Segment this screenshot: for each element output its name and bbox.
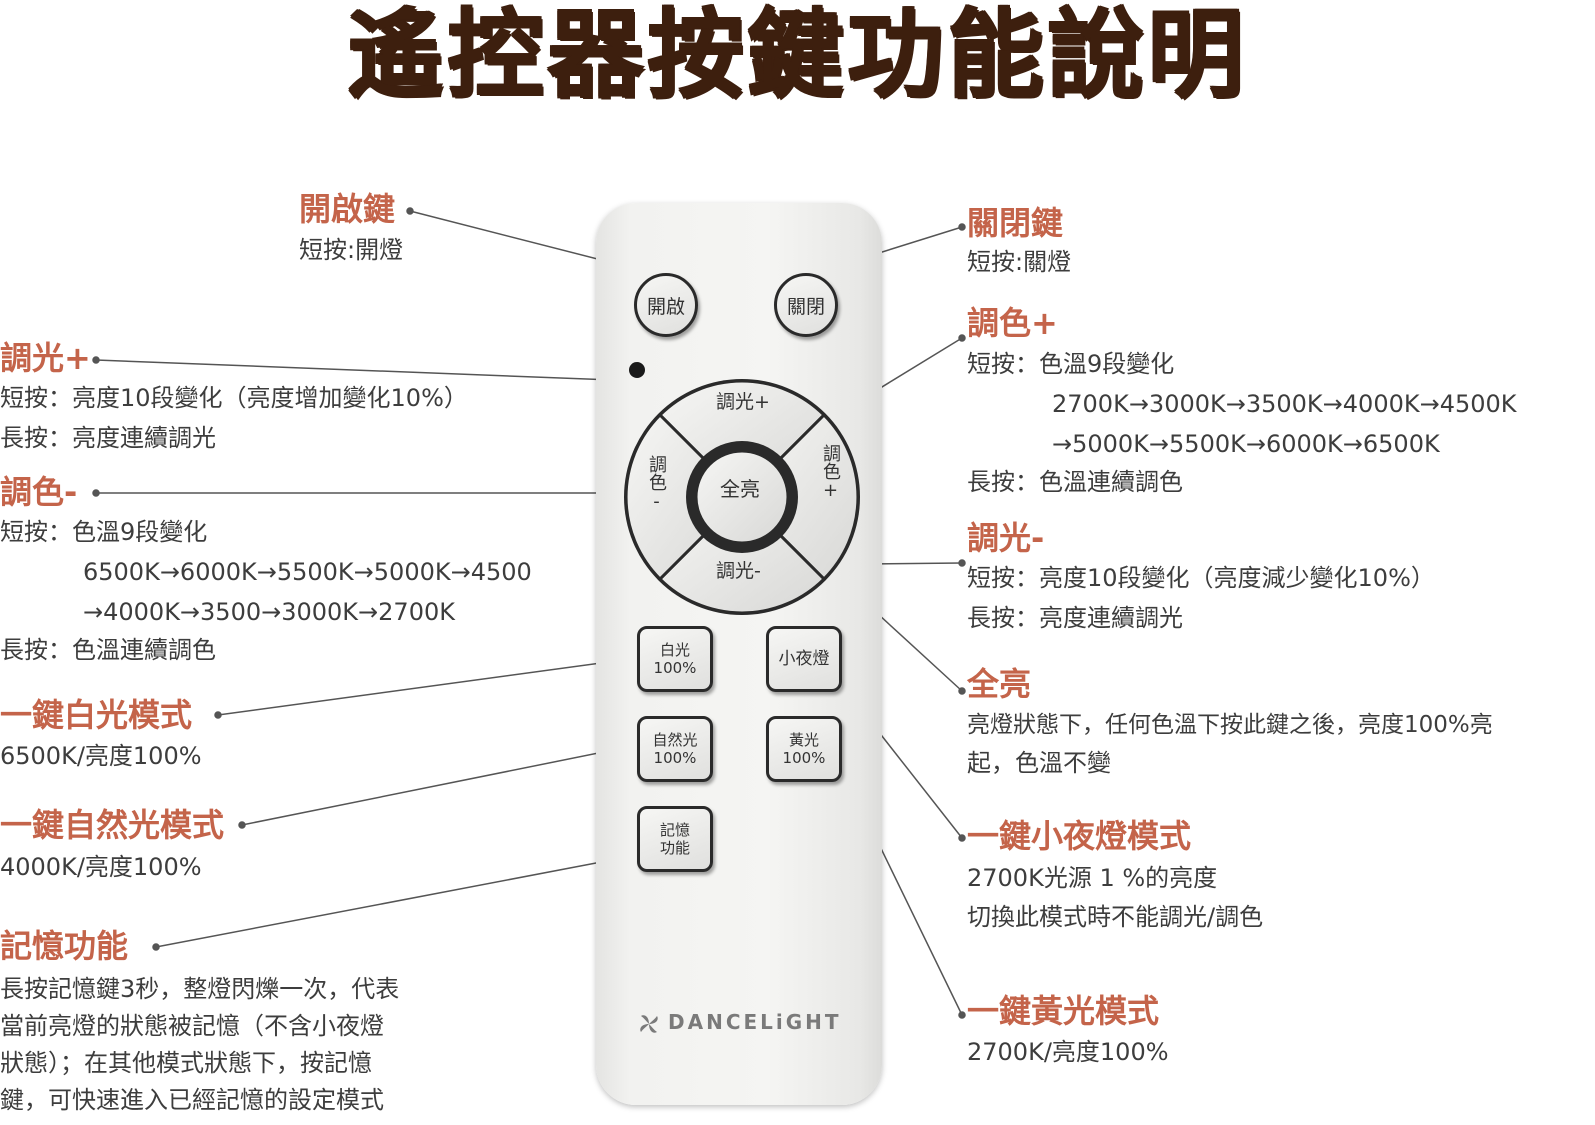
callout-yellow-heading: 一鍵黃光模式	[967, 992, 1160, 1030]
callout-memory-line1: 長按記憶鍵3秒，整燈閃爍一次，代表	[0, 975, 400, 1003]
callout-dim-up-heading: 調光+	[0, 339, 91, 377]
callout-white-heading: 一鍵白光模式	[0, 696, 193, 734]
dim-down-label: 調光-	[716, 560, 761, 582]
on-button[interactable]: 開啟	[634, 273, 698, 337]
callout-color-minus-line2: 6500K→6000K→5500K→5000K→4500	[83, 558, 532, 586]
white-light-percent: 100%	[653, 659, 697, 677]
leader-white	[217, 657, 639, 716]
natural-light-percent: 100%	[653, 749, 697, 767]
callout-color-plus-line1: 短按：色溫9段變化	[967, 350, 1175, 378]
color-plus-label: 調色+	[820, 444, 841, 501]
callout-dim-down-line2: 長按：亮度連續調光	[967, 604, 1183, 632]
callout-memory-line4: 鍵，可快速進入已經記憶的設定模式	[0, 1086, 384, 1114]
callout-off-heading: 關閉鍵	[967, 204, 1064, 242]
callout-color-plus-heading: 調色+	[967, 304, 1058, 342]
off-button[interactable]: 關閉	[774, 273, 838, 337]
brand-name: DANCELiGHT	[668, 1010, 842, 1034]
callout-full-line2: 起，色溫不變	[967, 749, 1111, 777]
callout-dim-up-line2: 長按：亮度連續調光	[0, 424, 216, 452]
callout-natural-heading: 一鍵自然光模式	[0, 806, 225, 844]
page-title: 遙控器按鍵功能說明	[347, 0, 1248, 111]
full-brightness-button[interactable]	[694, 449, 790, 545]
full-label: 全亮	[720, 477, 760, 501]
natural-light-label: 自然光	[652, 731, 698, 749]
callout-color-minus-line1: 短按：色溫9段變化	[0, 518, 208, 546]
callout-dim-down-heading: 調光-	[967, 519, 1045, 557]
callout-off-text: 短按:關燈	[967, 248, 1072, 276]
callout-memory-line3: 狀態）；在其他模式狀態下，按記憶	[0, 1049, 372, 1077]
callout-color-plus-line2: 2700K→3000K→3500K→4000K→4500K	[1052, 390, 1517, 418]
color-minus-pad[interactable]	[624, 412, 745, 582]
callout-on-heading: 開啟鍵	[299, 190, 396, 228]
callout-on-text: 短按:開燈	[299, 236, 404, 264]
callout-night-line1: 2700K光源 1 %的亮度	[967, 864, 1218, 892]
callout-color-minus-line4: 長按：色溫連續調色	[0, 636, 216, 664]
dpad	[624, 379, 860, 615]
yellow-light-label: 黃光	[788, 731, 819, 749]
yellow-light-percent: 100%	[782, 749, 826, 767]
callout-memory-line2: 當前亮燈的狀態被記憶（不含小夜燈	[0, 1012, 384, 1040]
white-light-label: 白光	[659, 641, 690, 659]
leader-memory	[155, 854, 639, 948]
callout-yellow-text: 2700K/亮度100%	[967, 1038, 1169, 1066]
callout-color-minus-heading: 調色-	[0, 473, 78, 511]
color-minus-label: 調色-	[646, 455, 667, 512]
callout-memory-heading: 記憶功能	[0, 927, 129, 965]
callout-night-heading: 一鍵小夜燈模式	[967, 817, 1192, 855]
callout-white-text: 6500K/亮度100%	[0, 742, 202, 770]
dim-up-label: 調光+	[716, 391, 770, 413]
indicator-led	[629, 362, 645, 378]
color-plus-pad[interactable]	[739, 412, 860, 582]
callout-color-minus-line3: →4000K→3500→3000K→2700K	[83, 598, 455, 626]
night-light-button[interactable]: 小夜燈	[766, 626, 842, 692]
callout-color-plus-line3: →5000K→5500K→6000K→6500K	[1052, 430, 1440, 458]
callout-dim-down-line1: 短按：亮度10段變化（亮度減少變化10%）	[967, 564, 1435, 592]
yellow-light-button[interactable]: 黃光 100%	[766, 716, 842, 782]
leader-dim-up	[95, 359, 691, 384]
white-light-button[interactable]: 白光 100%	[637, 626, 713, 692]
memory-label-1: 記憶	[659, 821, 690, 839]
dim-up-pad[interactable]	[657, 379, 827, 500]
leader-natural	[241, 744, 639, 826]
callout-dim-up-line1: 短按：亮度10段變化（亮度增加變化10%）	[0, 384, 468, 412]
callout-full-line1: 亮燈狀態下，任何色溫下按此鍵之後，亮度100%亮	[967, 712, 1493, 738]
memory-button[interactable]: 記憶 功能	[637, 806, 713, 872]
natural-light-button[interactable]: 自然光 100%	[637, 716, 713, 782]
callout-full-heading: 全亮	[967, 665, 1032, 703]
fan-logo-icon	[640, 1015, 658, 1033]
callout-night-line2: 切換此模式時不能調光/調色	[967, 903, 1264, 931]
dim-down-pad[interactable]	[657, 494, 827, 615]
callout-color-plus-line4: 長按：色溫連續調色	[967, 468, 1183, 496]
callout-natural-text: 4000K/亮度100%	[0, 853, 202, 881]
memory-label-2: 功能	[659, 839, 690, 857]
night-light-label: 小夜燈	[778, 649, 830, 669]
